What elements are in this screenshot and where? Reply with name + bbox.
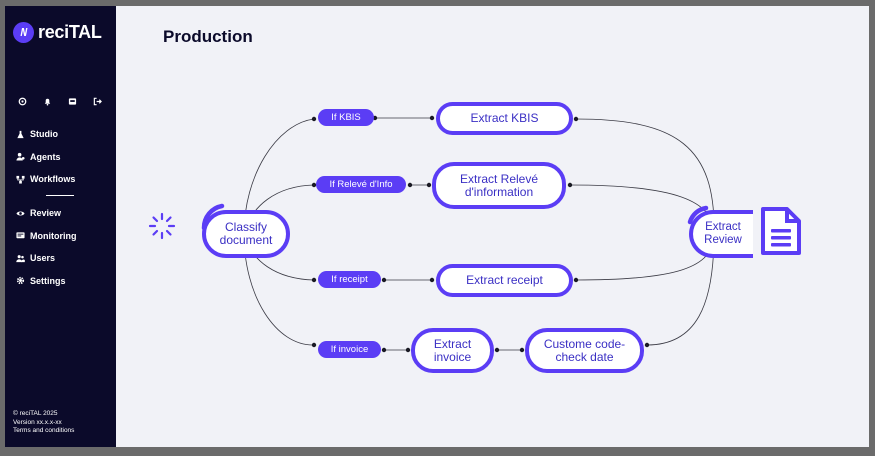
settings-gear-icon[interactable] bbox=[18, 93, 27, 106]
brand-mark-icon: /\/ bbox=[13, 22, 34, 43]
inbox-icon[interactable] bbox=[68, 93, 77, 105]
terms-link[interactable]: Terms and conditions bbox=[13, 427, 75, 434]
step-extract-kbis[interactable]: Extract KBIS bbox=[436, 102, 573, 135]
nav-divider bbox=[46, 195, 74, 196]
sidebar-item-label: Settings bbox=[30, 275, 66, 286]
brand-name: reciTAL bbox=[38, 22, 102, 42]
loading-spinner-icon bbox=[148, 212, 176, 240]
workflow-icon bbox=[16, 175, 25, 184]
step-extract-releve[interactable]: Extract Relevé d'information bbox=[432, 162, 566, 209]
sidebar-item-users[interactable]: Users bbox=[16, 247, 112, 270]
flask-icon bbox=[17, 130, 24, 138]
users-icon bbox=[16, 254, 25, 262]
sidebar: /\/ reciTAL Studio Agents bbox=[5, 6, 116, 447]
sidebar-item-workflows[interactable]: Workflows bbox=[16, 168, 112, 191]
condition-releve[interactable]: If Relevé d'Info bbox=[316, 176, 406, 193]
document-icon bbox=[761, 207, 801, 255]
sidebar-footer: © reciTAL 2025 Version xx.x.x-xx Terms a… bbox=[13, 410, 74, 436]
sidebar-item-label: Workflows bbox=[30, 174, 76, 185]
step-extract-invoice[interactable]: Extract invoice bbox=[411, 328, 494, 373]
condition-invoice[interactable]: If invoice bbox=[318, 341, 381, 358]
app-window: /\/ reciTAL Studio Agents bbox=[5, 6, 869, 447]
version-text: Version xx.x.x-xx bbox=[13, 418, 62, 426]
sidebar-item-review[interactable]: Review bbox=[16, 202, 112, 225]
quick-actions bbox=[18, 93, 102, 106]
sidebar-item-settings[interactable]: Settings bbox=[16, 270, 112, 293]
nav-secondary: Review Monitoring Users Settings bbox=[16, 202, 112, 292]
monitor-icon bbox=[16, 232, 25, 239]
sidebar-item-label: Users bbox=[30, 253, 56, 264]
settings-icon bbox=[16, 277, 25, 285]
condition-kbis[interactable]: If KBIS bbox=[318, 109, 374, 126]
sidebar-item-label: Monitoring bbox=[30, 230, 77, 241]
sidebar-item-label: Studio bbox=[30, 129, 58, 140]
sidebar-item-monitoring[interactable]: Monitoring bbox=[16, 225, 112, 248]
bell-icon[interactable] bbox=[43, 93, 52, 106]
page-title: Production bbox=[163, 27, 253, 46]
step-custom-code-check-date[interactable]: Custome code- check date bbox=[525, 328, 644, 373]
sidebar-item-label: Review bbox=[30, 208, 62, 219]
workflow-canvas: Classify document If KBIS If Relevé d'In… bbox=[116, 6, 869, 447]
sidebar-item-studio[interactable]: Studio bbox=[16, 123, 112, 146]
sidebar-item-agents[interactable]: Agents bbox=[16, 146, 112, 169]
classify-document-node[interactable]: Classify document bbox=[202, 210, 290, 258]
step-extract-receipt[interactable]: Extract receipt bbox=[436, 264, 573, 297]
eye-icon bbox=[16, 211, 25, 216]
logout-icon[interactable] bbox=[93, 93, 102, 106]
brand-logo[interactable]: /\/ reciTAL bbox=[13, 22, 102, 43]
extract-review-node[interactable]: Extract Review bbox=[689, 210, 753, 258]
nav-primary: Studio Agents Workflows bbox=[16, 123, 112, 191]
workflow-edges bbox=[148, 115, 801, 353]
condition-receipt[interactable]: If receipt bbox=[318, 271, 381, 288]
sidebar-item-label: Agents bbox=[30, 151, 61, 162]
agents-icon bbox=[16, 153, 25, 161]
edge-kbis-review bbox=[575, 118, 715, 235]
copyright-text: © reciTAL 2025 bbox=[13, 410, 58, 417]
